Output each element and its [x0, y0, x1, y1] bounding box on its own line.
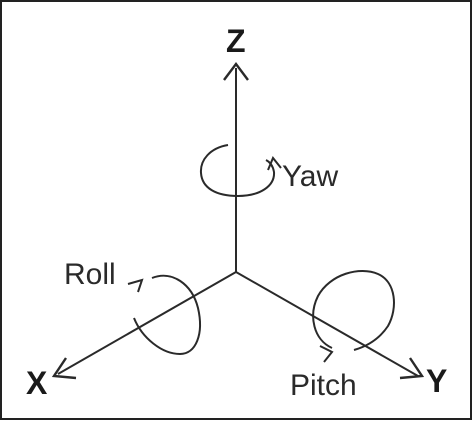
- y-axis-line: [235, 271, 419, 377]
- pitch-arrowhead: [319, 345, 334, 363]
- x-axis-label: X: [26, 365, 48, 401]
- x-axis-line: [57, 271, 237, 375]
- z-axis-arrowhead: [223, 62, 249, 81]
- pitch-rotation-arrow: [312, 270, 395, 351]
- roll-rotation-arrow: [133, 274, 201, 356]
- yaw-label: Yaw: [282, 160, 338, 193]
- y-axis-label: Y: [426, 363, 447, 399]
- pitch-label: Pitch: [290, 369, 357, 402]
- z-axis-label: Z: [226, 23, 246, 59]
- yaw-arrowhead: [267, 156, 282, 171]
- x-axis-arrowhead: [51, 357, 77, 380]
- roll-arrowhead: [127, 278, 144, 293]
- roll-label: Roll: [64, 258, 116, 291]
- y-axis-arrowhead: [399, 357, 425, 380]
- yaw-rotation-arrow: [199, 144, 276, 198]
